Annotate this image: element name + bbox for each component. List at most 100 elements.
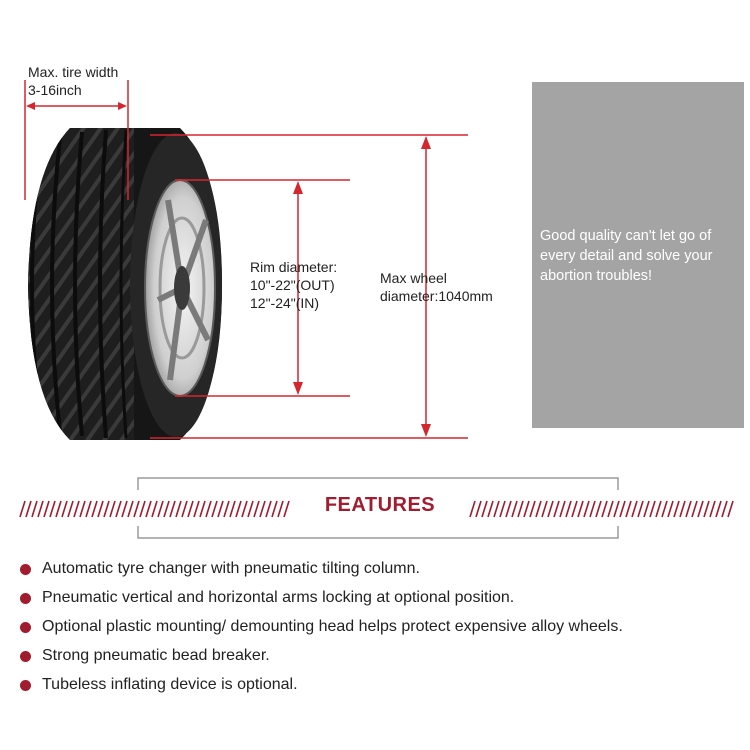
bullet-icon: [20, 622, 31, 633]
hatch-mark: [181, 500, 188, 518]
hatch-mark: [601, 500, 608, 518]
hatch-mark: [79, 500, 86, 518]
hatch-mark: [727, 500, 734, 518]
hatch-mark: [85, 500, 92, 518]
hatch-mark: [685, 500, 692, 518]
hatch-mark: [721, 500, 728, 518]
rim-diameter-label: Rim diameter: 10"-22"(OUT) 12"-24"(IN): [250, 258, 337, 312]
bullet-icon: [20, 680, 31, 691]
hatch-mark: [19, 500, 26, 518]
hatch-mark: [529, 500, 536, 518]
bullet-icon: [20, 593, 31, 604]
hatch-mark: [661, 500, 668, 518]
hatch-mark: [691, 500, 698, 518]
feature-item: Strong pneumatic bead breaker.: [18, 643, 623, 672]
feature-item: Optional plastic mounting/ demounting he…: [18, 614, 623, 643]
rim-diameter-title: Rim diameter:: [250, 259, 338, 275]
hatch-mark: [49, 500, 56, 518]
features-header-frame: [19, 477, 734, 539]
feature-text: Optional plastic mounting/ demounting he…: [42, 618, 623, 635]
hatch-mark: [265, 500, 272, 518]
rim-diameter-out: 10"-22"(OUT): [250, 277, 335, 293]
hatch-mark: [259, 500, 266, 518]
hatch-mark: [679, 500, 686, 518]
hatch-mark: [73, 500, 80, 518]
tire-image: [28, 128, 222, 440]
quality-text: Good quality can't let go of every detai…: [540, 228, 713, 284]
hatch-mark: [625, 500, 632, 518]
feature-text: Pneumatic vertical and horizontal arms l…: [42, 589, 515, 606]
hatch-mark: [559, 500, 566, 518]
hatch-mark: [187, 500, 194, 518]
hatch-mark: [619, 500, 626, 518]
bullet-icon: [20, 564, 31, 575]
max-wheel-title: Max wheel: [380, 270, 447, 286]
hatch-mark: [55, 500, 62, 518]
hatch-mark: [25, 500, 32, 518]
hatch-mark: [589, 500, 596, 518]
hatch-mark: [667, 500, 674, 518]
hatch-mark: [649, 500, 656, 518]
hatch-mark: [139, 500, 146, 518]
hatch-mark: [271, 500, 278, 518]
hatch-mark: [481, 500, 488, 518]
hatch-mark: [169, 500, 176, 518]
hatch-mark: [175, 500, 182, 518]
features-list: Automatic tyre changer with pneumatic ti…: [18, 556, 623, 701]
hatch-mark: [487, 500, 494, 518]
rim-diameter-dimension: [175, 179, 350, 397]
hatch-mark: [277, 500, 284, 518]
hatch-mark: [541, 500, 548, 518]
feature-text: Tubeless inflating device is optional.: [42, 676, 298, 693]
wheel-hub: [174, 266, 190, 310]
hatch-mark: [199, 500, 206, 518]
hatch-mark: [547, 500, 554, 518]
hatch-mark: [715, 500, 722, 518]
hatch-mark: [235, 500, 242, 518]
feature-text: Automatic tyre changer with pneumatic ti…: [42, 560, 420, 577]
hatch-mark: [229, 500, 236, 518]
hatch-mark: [493, 500, 500, 518]
hatch-mark: [67, 500, 74, 518]
rim-diameter-in: 12"-24"(IN): [250, 295, 320, 311]
hatch-mark: [91, 500, 98, 518]
hatch-mark: [613, 500, 620, 518]
tire-width-title: Max. tire width: [28, 64, 119, 80]
hatch-mark: [697, 500, 704, 518]
hatch-mark: [499, 500, 506, 518]
hatch-mark: [193, 500, 200, 518]
hatch-mark: [103, 500, 110, 518]
features-title: FEATURES: [324, 494, 436, 516]
hatch-mark: [247, 500, 254, 518]
hatch-mark: [655, 500, 662, 518]
hatch-mark: [211, 500, 218, 518]
tire-width-value: 3-16inch: [28, 82, 82, 98]
hatch-mark: [583, 500, 590, 518]
hatch-mark: [505, 500, 512, 518]
hatch-mark: [577, 500, 584, 518]
hatch-mark: [703, 500, 710, 518]
hatch-mark: [535, 500, 542, 518]
hatch-mark: [511, 500, 518, 518]
hatch-mark: [469, 500, 476, 518]
hatch-mark: [31, 500, 38, 518]
hatch-mark: [205, 500, 212, 518]
hatch-mark: [157, 500, 164, 518]
hatch-mark: [151, 500, 158, 518]
hatch-mark: [37, 500, 44, 518]
hatch-mark: [61, 500, 68, 518]
hatch-mark: [253, 500, 260, 518]
hatch-mark: [115, 500, 122, 518]
hatch-mark: [145, 500, 152, 518]
hatch-mark: [571, 500, 578, 518]
hatch-mark: [631, 500, 638, 518]
hatch-mark: [163, 500, 170, 518]
tire-width-dimension: [24, 80, 129, 200]
hatch-mark: [709, 500, 716, 518]
feature-text: Strong pneumatic bead breaker.: [42, 647, 270, 664]
feature-item: Automatic tyre changer with pneumatic ti…: [18, 556, 623, 585]
max-wheel-value: diameter:1040mm: [380, 288, 493, 304]
hatch-mark: [565, 500, 572, 518]
hatch-mark: [637, 500, 644, 518]
hatch-mark: [97, 500, 104, 518]
